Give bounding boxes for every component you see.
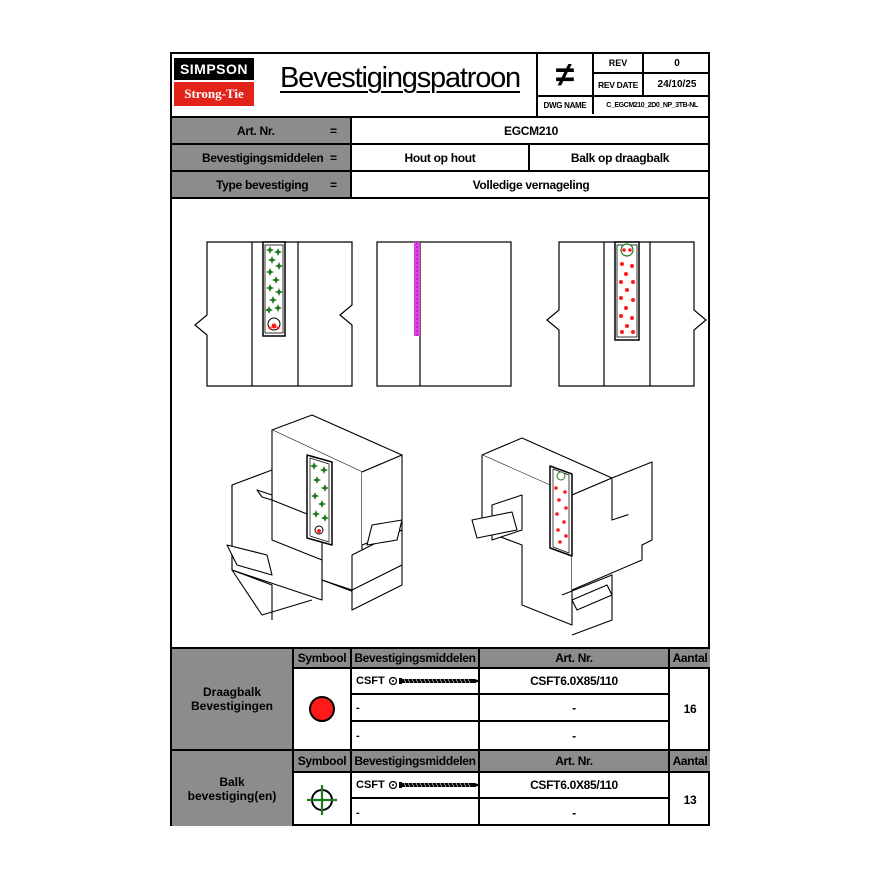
- fastener-name: -: [356, 701, 360, 714]
- col-qty-header: Aantal: [672, 754, 708, 768]
- art-nr-value: EGCM210: [504, 123, 558, 138]
- isometric-view-left: [226, 414, 403, 620]
- fasteners-value-wood: Hout op hout: [404, 150, 476, 165]
- table2-side-label-2: bevestiging(en): [187, 788, 277, 803]
- col-qty-header: Aantal: [672, 651, 708, 665]
- quantity: 13: [683, 792, 697, 807]
- table-joist-fasteners: Draagbalk Bevestigingen Symbool Bevestig…: [172, 647, 710, 751]
- col-symbol-header: Symbool: [297, 754, 347, 768]
- col-symbol-header: Symbool: [297, 651, 347, 665]
- fixing-type-value: Volledige vernageling: [472, 177, 590, 192]
- fastener-name: CSFT: [356, 779, 385, 791]
- green-fastener-pattern-left: [265, 246, 283, 331]
- art-number: CSFT6.0X85/110: [530, 778, 618, 792]
- front-view-right: [546, 241, 707, 387]
- header-divider: [172, 116, 710, 118]
- table1-side-label-2: Bevestigingen: [190, 699, 274, 713]
- logo-simpson-text: SIMPSON: [174, 58, 254, 80]
- art-number: -: [572, 700, 576, 715]
- not-equal-symbol: ≠: [555, 55, 575, 94]
- isometric-view-right: [471, 437, 653, 636]
- art-number: -: [572, 728, 576, 743]
- simpson-logo: SIMPSON Strong-Tie: [174, 58, 254, 108]
- dwg-name-label: DWG NAME: [543, 101, 587, 110]
- dwg-name-value: C_EGCM210_2D0_NP_3TB-NL: [606, 102, 698, 109]
- fixing-type-label: Type bevestiging: [216, 177, 309, 192]
- fastener-name: -: [356, 806, 360, 819]
- screw-icon: [388, 780, 481, 790]
- fastener-name: -: [356, 729, 360, 742]
- symbol-cell: [294, 669, 352, 749]
- rev-value: 0: [674, 57, 680, 69]
- not-equal-icon: ≠: [538, 54, 594, 97]
- iso-green-fasteners-left: [310, 462, 329, 535]
- art-nr-label: Art. Nr.: [237, 123, 275, 138]
- fastener-name: CSFT: [356, 675, 385, 687]
- rev-label: REV: [608, 58, 628, 68]
- art-number: CSFT6.0X85/110: [530, 674, 618, 688]
- symbol-cell: [294, 773, 352, 826]
- col-fasteners-header: Bevestigingsmiddelen: [354, 754, 476, 768]
- col-fasteners-header: Bevestigingsmiddelen: [354, 651, 476, 665]
- fasteners-label: Bevestigingsmiddelen: [202, 150, 324, 165]
- installation-drawings: [194, 241, 707, 636]
- info-section: Art. Nr. = EGCM210 Bevestigingsmiddelen …: [172, 118, 710, 200]
- logo-strongtie-text: Strong-Tie: [174, 82, 254, 106]
- table1-side-label-1: Draagbalk: [202, 685, 262, 699]
- equals-sign: =: [330, 177, 337, 192]
- drawing-sheet: SIMPSON Strong-Tie Bevestigingspatroon ≠…: [170, 52, 710, 826]
- page-title: Bevestigingspatroon: [280, 62, 521, 94]
- iso-red-fasteners-right: [554, 471, 568, 544]
- front-view-left: [194, 241, 353, 387]
- equals-sign: =: [330, 150, 337, 165]
- fasteners-value-joist: Balk op draagbalk: [570, 150, 670, 165]
- art-number: -: [572, 805, 576, 820]
- table-beam-fasteners: Balk bevestiging(en) Symbool Bevestiging…: [172, 751, 710, 826]
- red-dot-icon: [309, 696, 335, 722]
- title-block: ≠ DWG NAME REV 0 REV DATE 24/10/25 C_EGC…: [536, 54, 710, 116]
- rev-date-label: REV DATE: [598, 79, 638, 90]
- green-crosshair-icon: [307, 784, 337, 815]
- equals-sign: =: [330, 123, 337, 138]
- front-view-middle: [376, 241, 512, 387]
- quantity: 16: [683, 702, 697, 716]
- red-fastener-pattern-right: [619, 243, 635, 334]
- screw-icon: [388, 676, 481, 686]
- rev-date-value: 24/10/25: [657, 79, 697, 90]
- col-art-header: Art. Nr.: [555, 754, 593, 768]
- table2-side-label-1: Balk: [219, 774, 245, 789]
- col-art-header: Art. Nr.: [555, 651, 593, 665]
